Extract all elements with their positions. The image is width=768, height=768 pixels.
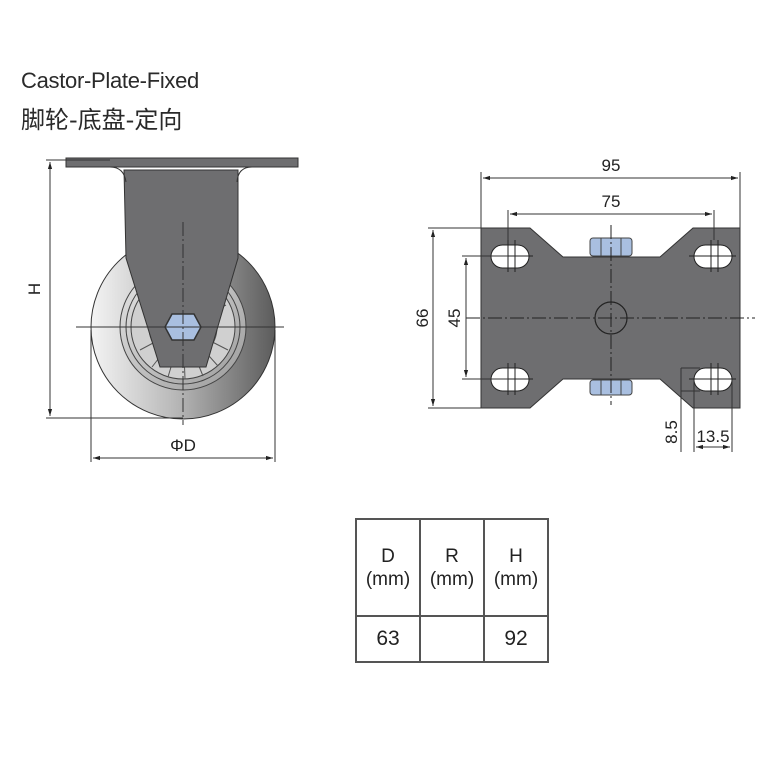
title-english: Castor-Plate-Fixed	[21, 68, 199, 93]
plate-view: 95 75 66 45 8.5 13.5	[413, 156, 755, 452]
mounting-slots	[490, 244, 733, 392]
header-d: D(mm)	[355, 518, 421, 617]
hole-spacing-x-label: 75	[602, 192, 621, 211]
hole-spacing-y-label: 45	[445, 309, 464, 328]
fork-bracket	[123, 169, 239, 368]
value-h: 92	[483, 615, 549, 663]
spec-table-value-row: 63 92	[355, 615, 549, 663]
side-view: H ΦD	[25, 157, 299, 462]
title-chinese: 脚轮-底盘-定向	[21, 106, 183, 134]
overall-width-label: 95	[602, 156, 621, 175]
top-plate	[65, 157, 299, 168]
spec-table-header-row: D(mm) R(mm) H(mm)	[355, 518, 549, 617]
overall-length-label: 66	[413, 309, 432, 328]
height-label: H	[25, 283, 44, 295]
header-r: R(mm)	[419, 518, 485, 617]
slot-length-label: 13.5	[696, 427, 729, 446]
slot-offset-label: 8.5	[662, 420, 681, 444]
spec-table: D(mm) R(mm) H(mm) 63 92	[355, 518, 549, 663]
diameter-label: ΦD	[170, 436, 196, 455]
value-r	[419, 615, 485, 663]
value-d: 63	[355, 615, 421, 663]
header-h: H(mm)	[483, 518, 549, 617]
